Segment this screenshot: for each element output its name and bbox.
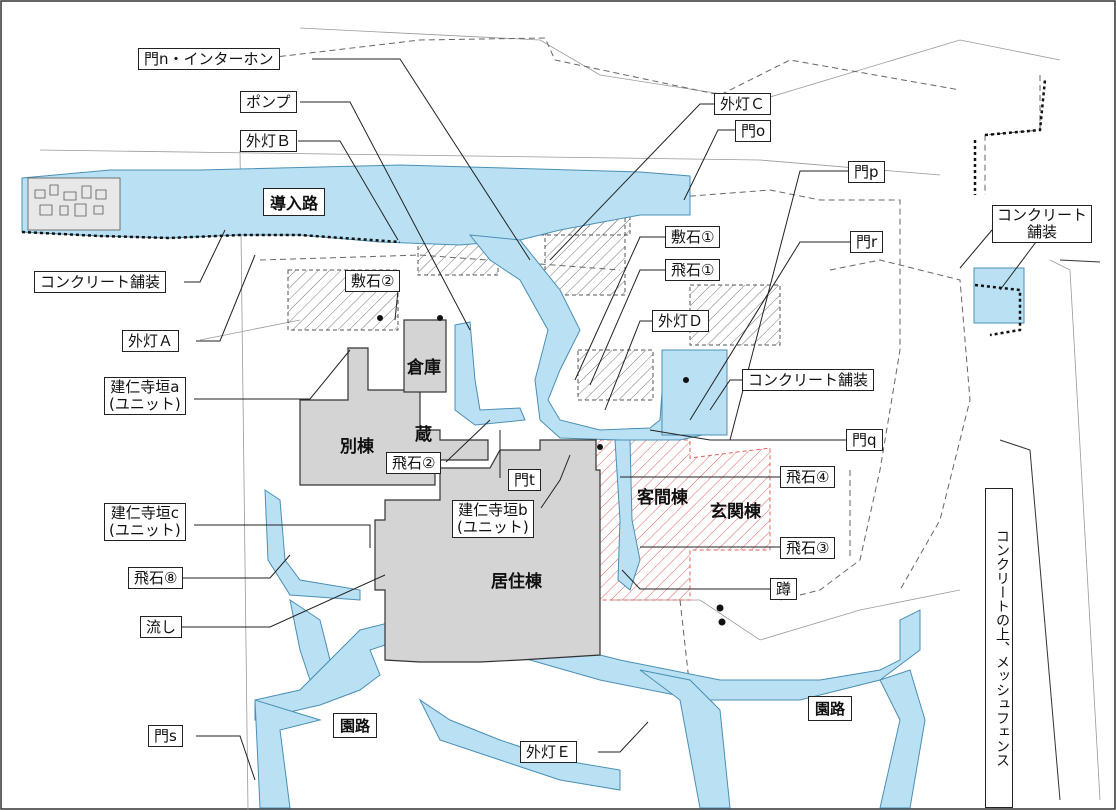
label-concrete-paving-mid: コンクリート舗装 [742,369,875,391]
label-outdoor-light-a: 外灯Ａ [122,330,180,352]
label-tsukubai: 蹲 [770,578,798,600]
label-sink: 流し [140,616,183,638]
label-stepping-stone-1: 飛石① [665,259,721,281]
label-stepping-stone-2: 飛石② [386,452,442,474]
label-outdoor-light-c: 外灯Ｃ [714,93,772,115]
area-storehouse: 倉庫 [407,358,441,378]
label-gate-t: 門t [508,469,541,491]
thick-dotted [21,79,1047,337]
label-gate-q: 門q [846,429,883,451]
label-paving-stone-2: 敷石② [345,270,401,292]
fence-note-vertical: コンクリートの上、メッシュフェンス [985,488,1013,808]
red-hatch [564,439,771,601]
label-outdoor-light-e: 外灯Ｅ [520,741,578,763]
area-residence: 居住棟 [491,572,542,592]
area-guest-wing: 客間棟 [637,488,688,508]
area-entrance-wing: 玄関棟 [710,502,761,522]
area-entrance-road: 導入路 [263,188,326,216]
label-kenninji-fence-b: 建仁寺垣b (ユニット) [452,500,534,538]
area-kura: 蔵 [415,425,432,445]
area-garden-path-left: 園路 [333,713,378,738]
label-kenninji-fence-c: 建仁寺垣c (ユニット) [104,503,186,541]
label-stepping-stone-8: 飛石⑧ [128,567,184,589]
label-gate-r: 門r [850,231,884,253]
leader-lines [163,58,1046,781]
label-paving-stone-1: 敷石① [665,226,721,248]
label-gate-n-intercom: 門n・インターホン [138,48,280,70]
points [377,315,726,626]
label-gate-s: 門s [148,725,183,747]
label-outdoor-light-d: 外灯Ｄ [652,310,710,332]
label-concrete-paving-right: コンクリート 舗装 [992,205,1093,243]
area-annex: 別棟 [340,437,374,457]
area-garden-path-right: 園路 [808,696,853,721]
buildings [299,319,601,663]
label-stepping-stone-3: 飛石③ [780,537,836,559]
label-pump: ポンプ [240,91,297,113]
label-kenninji-fence-a: 建仁寺垣a (ユニット) [104,377,186,415]
label-outdoor-light-b: 外灯Ｂ [240,130,298,152]
fence [999,259,1101,801]
label-gate-p: 門p [848,161,885,183]
label-gate-o: 門o [735,120,772,142]
left-stones [27,177,121,231]
label-concrete-paving-left: コンクリート舗装 [34,271,167,293]
label-stepping-stone-4: 飛石④ [780,466,836,488]
